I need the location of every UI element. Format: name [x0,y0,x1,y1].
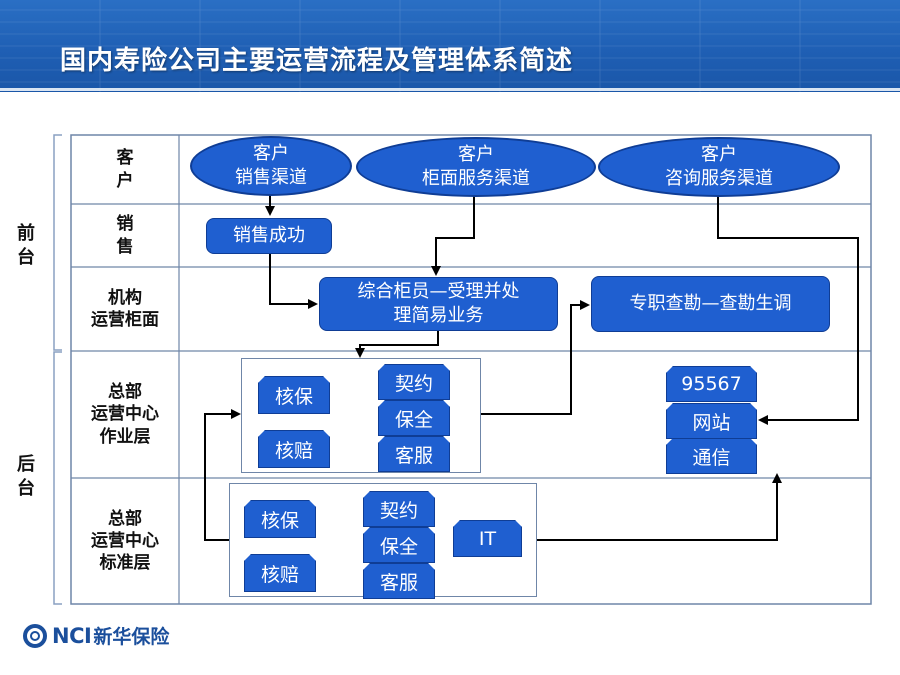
lane-label-line: 运营中心 [91,404,159,425]
ops-underwriting: 核保 [258,376,330,414]
lane-label-hq-ops: 总部 运营中心 作业层 [72,352,178,477]
back-label-char: 台 [17,478,35,500]
box-line: 综合柜员—受理并处 [357,280,520,302]
std-service: 客服 [363,563,435,599]
std-preservation: 保全 [363,527,435,563]
lane-label-line: 总部 [108,508,142,529]
company-logo: NCI 新华保险 [22,622,169,649]
channel-line: 客户 [701,143,737,165]
arrow-it-to-service [522,473,782,541]
lane-label-counter: 机构 运营柜面 [72,268,178,350]
front-label-char: 前 [17,223,35,244]
lane-label-line: 售 [116,236,134,257]
box-line: 理简易业务 [393,305,484,326]
channel-counter: 客户 柜面服务渠道 [356,137,596,197]
channel-line: 柜面服务渠道 [422,168,530,189]
arrow-counter-channel-to-clerk [431,190,475,276]
ops-preservation: 保全 [378,400,450,436]
page-title: 国内寿险公司主要运营流程及管理体系简述 [60,46,574,76]
channel-line: 咨询服务渠道 [665,168,773,189]
channel-line: 客户 [458,143,494,165]
lane-label-line: 客 [116,148,134,169]
service-hotline: 95567 [666,366,757,402]
std-claims: 核赔 [244,554,316,592]
front-office-label: 前 台 [14,222,38,271]
lane-label-customer: 客 户 [72,136,178,203]
sales-success-box: 销售成功 [206,218,332,254]
counter-clerk-box: 综合柜员—受理并处 理简易业务 [319,277,558,331]
arrow-ops-to-survey [481,300,590,415]
service-communication: 通信 [666,438,757,474]
logo-ring-icon [23,623,47,648]
channel-consult: 客户 咨询服务渠道 [598,137,840,197]
back-label-char: 后 [17,454,35,475]
header-divider [0,88,900,91]
service-website: 网站 [666,403,757,439]
std-contract: 契约 [363,491,435,527]
lane-label-sales: 销 售 [72,205,178,266]
std-underwriting: 核保 [244,500,316,538]
std-it: IT [453,520,522,557]
arrow-consult-to-website [717,195,859,425]
back-office-label: 后 台 [14,453,38,502]
front-label-char: 台 [17,247,35,269]
logo-company-name: 新华保险 [93,626,170,648]
ops-contract: 契约 [378,364,450,400]
ops-claims: 核赔 [258,430,330,468]
header-pattern [0,0,900,92]
lane-label-line: 销 [116,214,134,235]
lane-label-line: 运营中心 [91,530,159,551]
lane-label-hq-std: 总部 运营中心 标准层 [72,479,178,603]
lane-label-line: 总部 [108,382,142,403]
ops-service: 客服 [378,436,450,472]
side-brackets [53,134,62,605]
arrow-std-to-ops [204,409,241,541]
lane-label-line: 户 [116,170,134,191]
lane-label-line: 作业层 [99,426,151,447]
arrow-clerk-to-ops [355,330,439,358]
lane-label-line: 运营柜面 [91,310,159,330]
logo-text: NCI [52,623,92,648]
channel-sales: 客户 销售渠道 [190,136,352,196]
channel-line: 客户 [253,142,289,164]
swimlane-frame [70,134,872,605]
lane-label-line: 标准层 [99,553,151,574]
header-banner: 国内寿险公司主要运营流程及管理体系简述 [0,0,900,92]
lane-label-line: 机构 [108,287,142,308]
survey-box: 专职查勘—查勘生调 [591,276,830,332]
channel-line: 销售渠道 [235,167,307,188]
arrow-success-to-clerk [269,254,318,309]
